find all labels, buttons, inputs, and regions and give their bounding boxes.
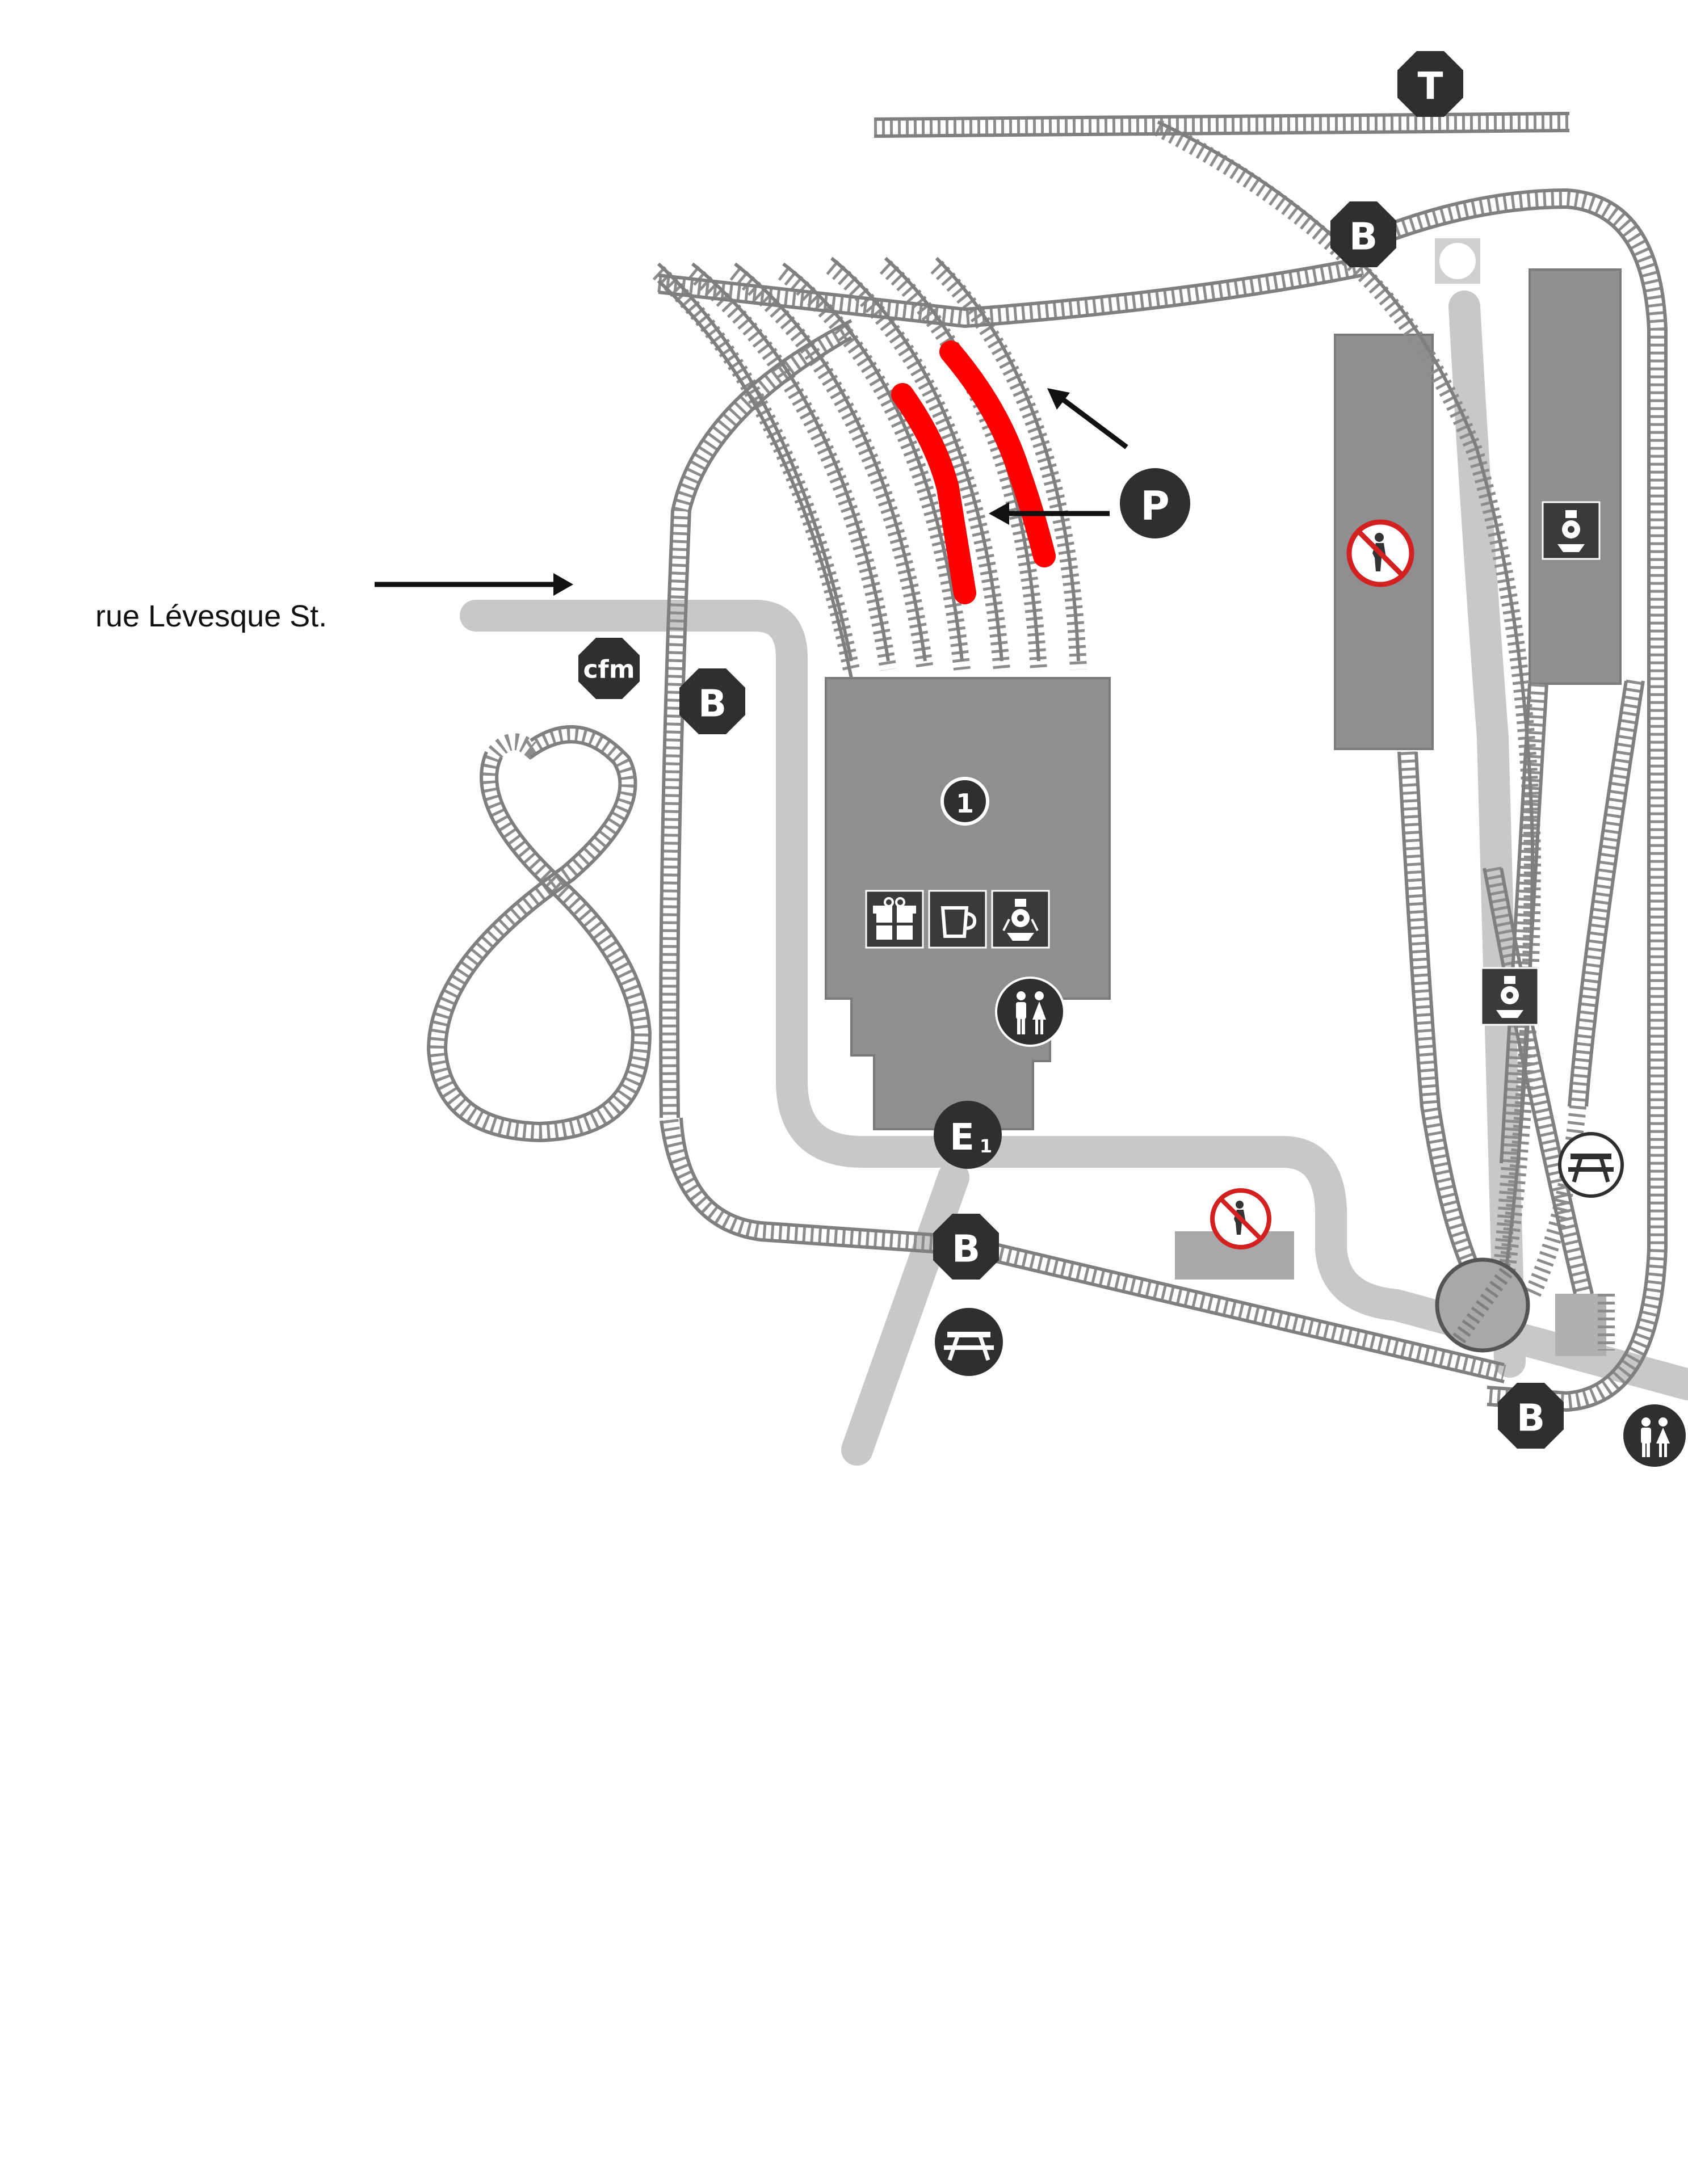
locomotive-icon	[991, 890, 1050, 949]
svg-text:cfm: cfm	[583, 655, 635, 684]
platform-b-marker-left: B	[679, 668, 745, 734]
walking-paths	[460, 291, 1688, 1466]
cfm-logo: cfm	[578, 638, 640, 699]
picnic-table-icon	[1558, 1132, 1624, 1198]
highlighted-tracks	[891, 340, 1056, 604]
t-marker: T	[1397, 51, 1463, 117]
svg-text:B: B	[1349, 215, 1378, 259]
no-pedestrian-icon	[1210, 1188, 1271, 1249]
restroom-icon	[995, 977, 1065, 1047]
white-marker-circle	[1439, 243, 1476, 279]
picnic-table-icon	[935, 1308, 1003, 1376]
svg-text:T: T	[1417, 65, 1443, 108]
locomotive-icon	[1542, 501, 1601, 560]
no-pedestrian-icon	[1346, 519, 1414, 587]
svg-text:E: E	[950, 1117, 975, 1159]
street-label: rue Lévesque St.	[95, 599, 327, 633]
platform-b-marker-top: B	[1330, 201, 1396, 267]
restroom-icon	[1623, 1404, 1686, 1467]
building-number-marker: 1	[940, 777, 989, 826]
entrance-e1-marker: E 1	[934, 1101, 1002, 1169]
turntable	[1435, 1257, 1530, 1353]
cup-icon	[928, 890, 987, 949]
arrow-icon	[375, 388, 1128, 596]
svg-text:B: B	[698, 682, 727, 726]
parking-p-marker: P	[1120, 468, 1190, 538]
svg-text:P: P	[1140, 483, 1169, 529]
gift-icon	[865, 890, 924, 949]
svg-text:1: 1	[956, 788, 974, 819]
railway-tracks	[426, 112, 1668, 1412]
locomotive-icon	[1480, 967, 1539, 1026]
svg-text:B: B	[1517, 1396, 1545, 1440]
svg-text:B: B	[952, 1227, 980, 1271]
platform-b-marker-bottom-right: B	[1498, 1383, 1564, 1449]
platform-b-marker-center: B	[933, 1214, 999, 1280]
svg-text:1: 1	[980, 1135, 992, 1157]
storage-building-right	[1529, 268, 1622, 685]
